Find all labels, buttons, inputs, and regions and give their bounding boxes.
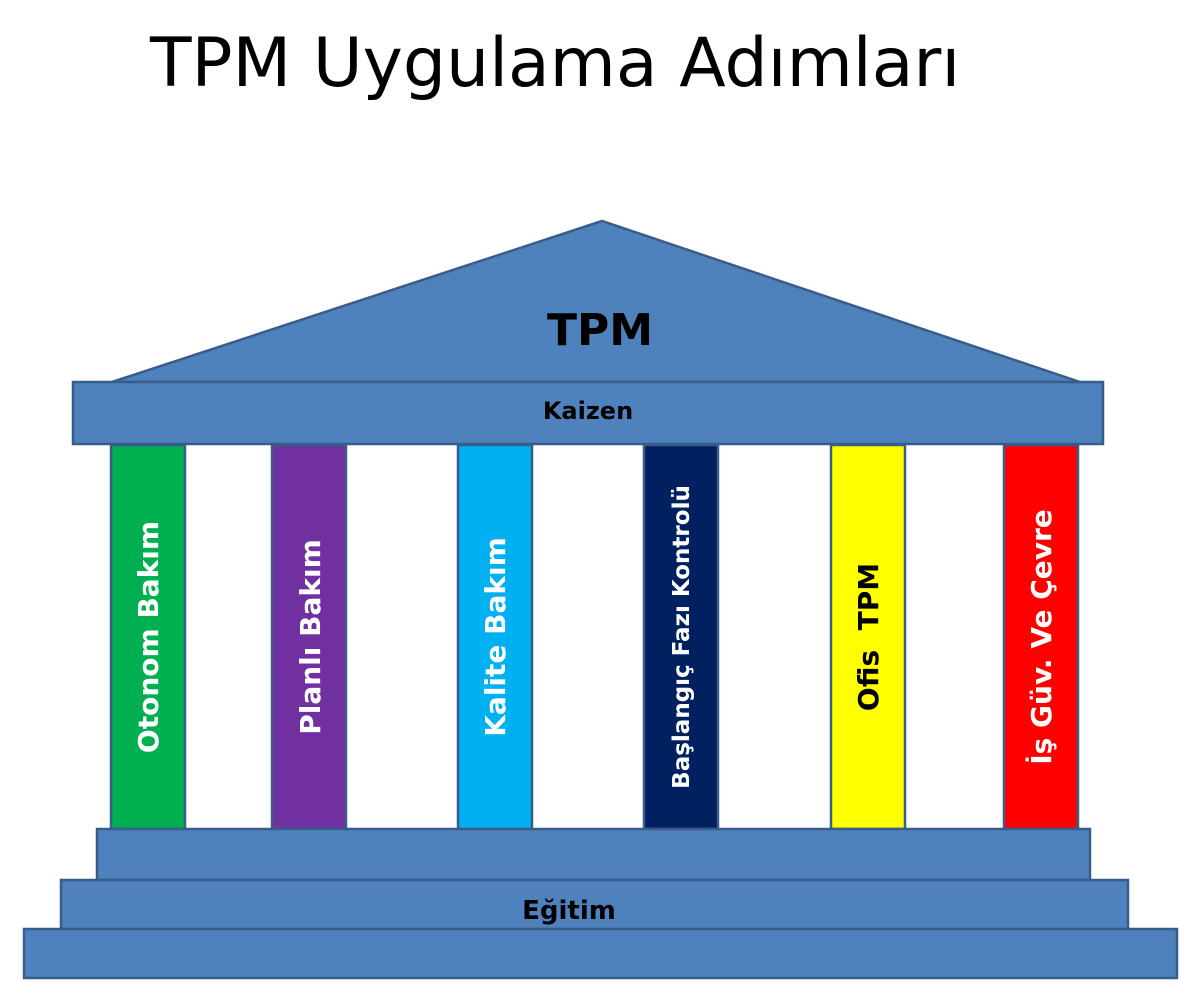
roof bbox=[111, 219, 1081, 384]
pillar-otonom-bakim: Otonom Bakım bbox=[109, 443, 187, 831]
pillar-label: İş Güv. Ve Çevre bbox=[1024, 509, 1058, 765]
pillar-kalite-bakim: Kalite Bakım bbox=[456, 443, 534, 831]
base-step-bottom bbox=[22, 927, 1179, 980]
pillar-is-guvenligi-ve-cevre: İş Güv. Ve Çevre bbox=[1002, 443, 1080, 831]
pillar-label: Kalite Bakım bbox=[479, 537, 512, 737]
pillar-label: Otonom Bakım bbox=[132, 521, 165, 753]
beam-label: Kaizen bbox=[543, 397, 633, 425]
roof-label: TPM bbox=[547, 305, 653, 356]
pillar-baslangic-fazi-kontrolu: Başlangıç Fazı Kontrolü bbox=[642, 443, 720, 831]
kaizen-beam bbox=[71, 380, 1105, 446]
base-step-top bbox=[95, 827, 1092, 882]
base-label: Eğitim bbox=[522, 896, 616, 926]
pillar-shape bbox=[270, 443, 348, 831]
pillar-shape bbox=[109, 443, 187, 831]
base-step-middle bbox=[59, 878, 1130, 931]
pillar-label: Planlı Bakım bbox=[294, 539, 327, 735]
pillar-planli-bakim: Planlı Bakım bbox=[270, 443, 348, 831]
page-title: TPM Uygulama Adımları bbox=[150, 24, 961, 103]
pillar-shape bbox=[1002, 443, 1080, 831]
pillars: Otonom Bakım Planlı Bakım Kalite Bakım B… bbox=[109, 443, 1080, 831]
pillar-ofis-tpm: Ofis TPM bbox=[829, 443, 907, 831]
pillar-label: Ofis TPM bbox=[852, 563, 885, 711]
pillar-label: Başlangıç Fazı Kontrolü bbox=[669, 485, 695, 789]
